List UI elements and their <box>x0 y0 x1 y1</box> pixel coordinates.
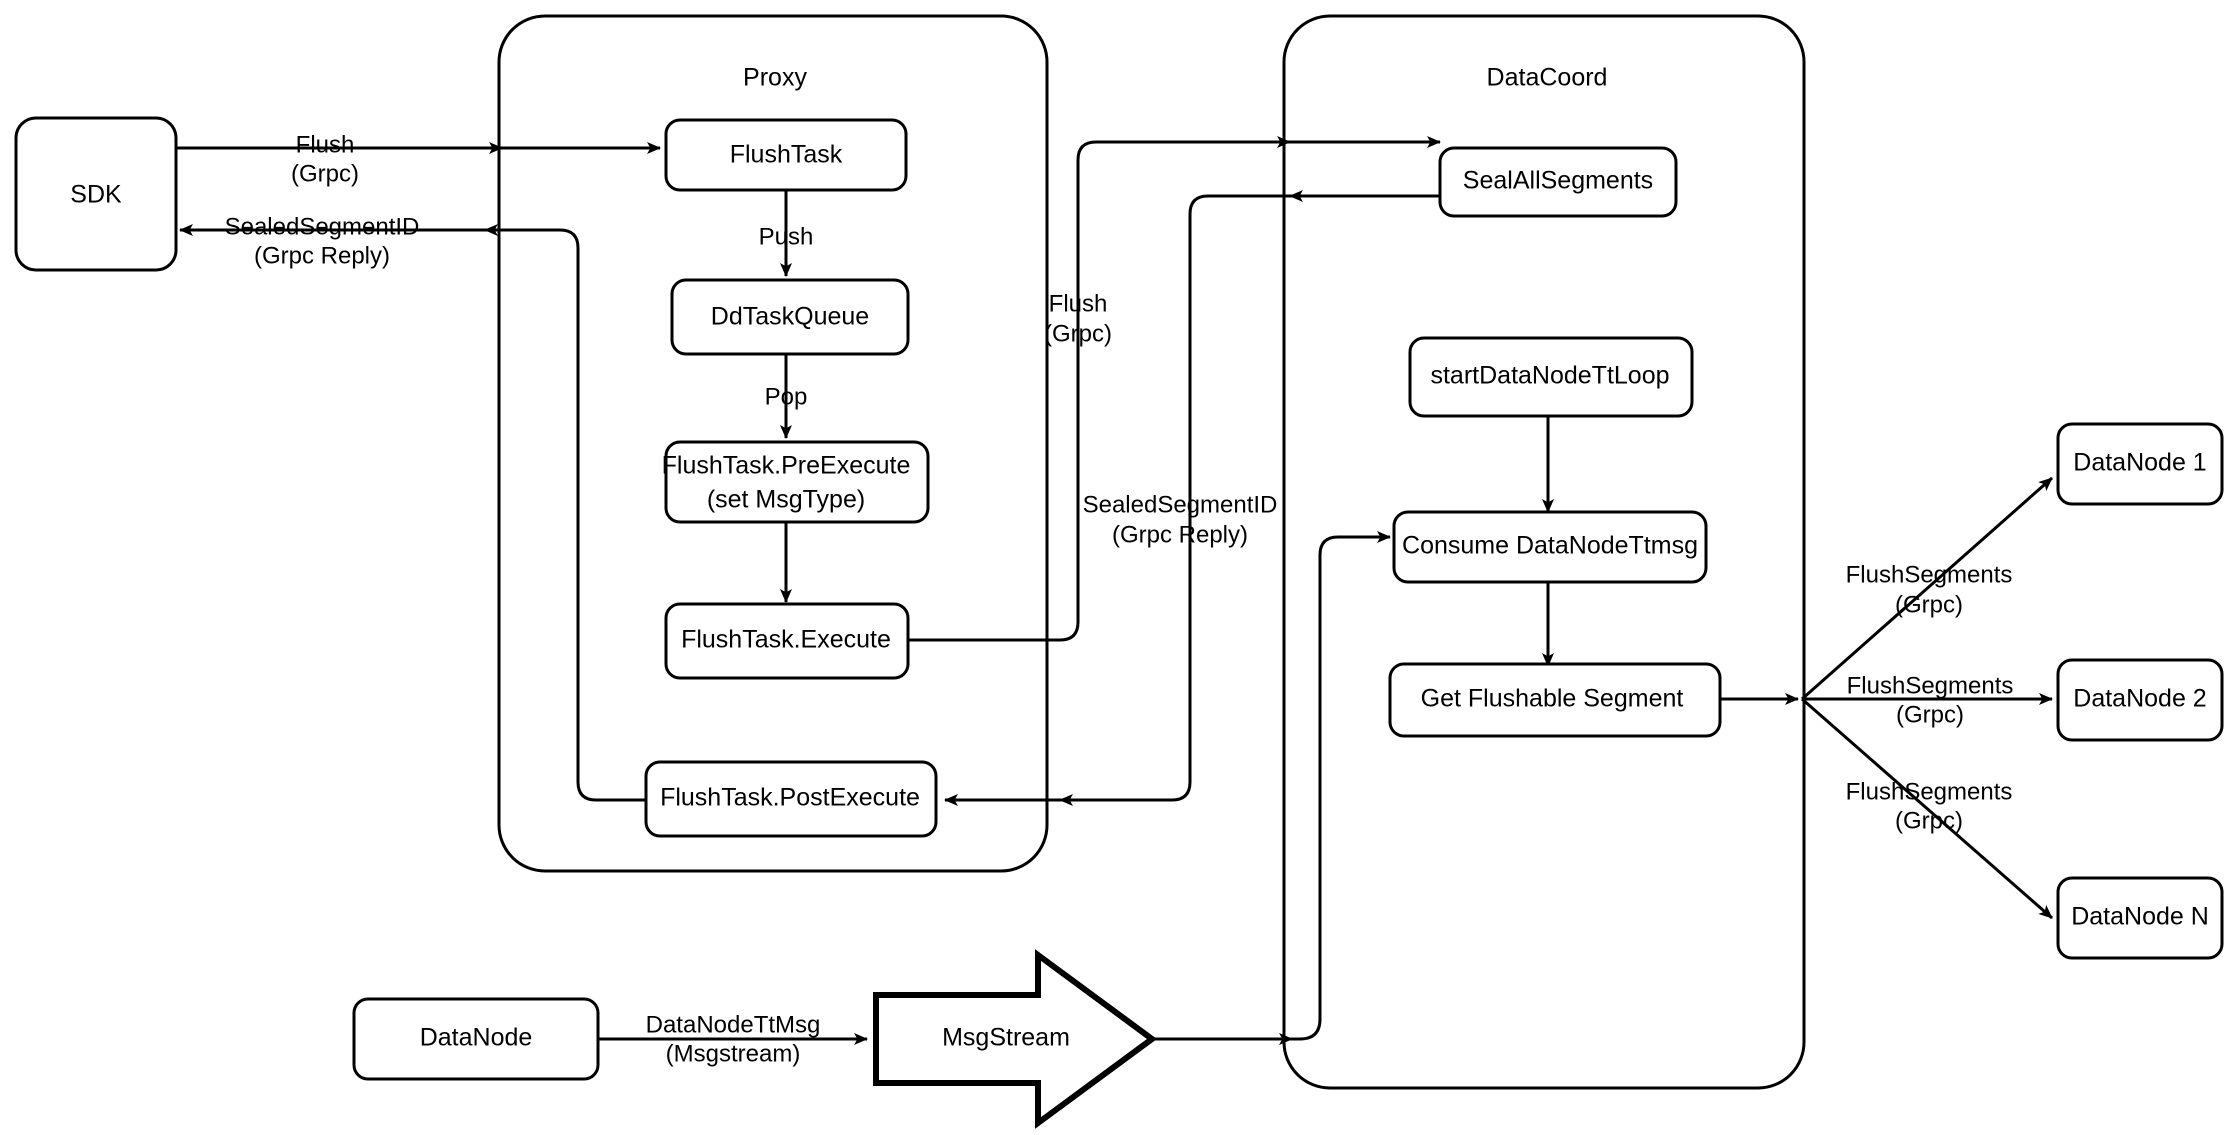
edge-label-flush-sdk-line1: Flush <box>296 131 355 158</box>
node-datanode-bottom[interactable] <box>352 997 600 1081</box>
edge-label-flushsegments2-line1: FlushSegments <box>1847 672 2014 699</box>
node-label-execute: FlushTask.Execute <box>681 626 891 654</box>
edge-label-sealed-sdk-line1: SealedSegmentID <box>225 213 420 240</box>
node-datanode-1[interactable] <box>2056 422 2224 506</box>
node-label-datanode-1: DataNode 1 <box>2073 449 2206 477</box>
group-label-proxy: Proxy <box>743 64 807 92</box>
node-label-sealallsegments: SealAllSegments <box>1463 167 1653 195</box>
edge-label-flush-mid-line1: Flush <box>1049 290 1108 317</box>
group-datacoord <box>1282 14 1806 1090</box>
node-label-consume-datanodettmsg: Consume DataNodeTtmsg <box>1402 532 1698 560</box>
node-label-ddtaskqueue: DdTaskQueue <box>711 303 869 331</box>
edge-label-flushsegmentsN-line1: FlushSegments <box>1846 778 2013 805</box>
edge-label-flushsegments1-line2: (Grpc) <box>1895 591 1963 618</box>
group-proxy <box>497 14 1049 873</box>
edge-label-datanodettmsg-line1: DataNodeTtMsg <box>646 1011 821 1038</box>
node-label-preexecute-line1: FlushTask.PreExecute <box>662 452 911 480</box>
edge-label-flushsegments2-line2: (Grpc) <box>1896 701 1964 728</box>
node-sealallsegments[interactable] <box>1438 146 1678 218</box>
node-label-startdatanodettloop: startDataNodeTtLoop <box>1430 362 1669 390</box>
node-flushtask-execute[interactable] <box>664 602 910 680</box>
group-label-datacoord: DataCoord <box>1487 64 1608 92</box>
node-label-flushtask: FlushTask <box>730 141 843 169</box>
edge-label-flush-mid-line2: (Grpc) <box>1044 320 1112 347</box>
edge-sealedsegmentid-datacoord-to-proxy <box>944 194 1440 806</box>
edge-label-flushsegments1-line1: FlushSegments <box>1846 561 2013 588</box>
node-datanode-2[interactable] <box>2056 658 2224 742</box>
edge-label-flushsegmentsN-line2: (Grpc) <box>1895 807 1963 834</box>
node-label-preexecute-line2: (set MsgType) <box>707 486 865 514</box>
edge-label-datanodettmsg-line2: (Msgstream) <box>666 1040 801 1067</box>
node-get-flushable-segment[interactable] <box>1388 662 1722 738</box>
node-ddtaskqueue[interactable] <box>670 278 910 356</box>
node-sdk[interactable] <box>14 116 178 272</box>
node-datanode-n[interactable] <box>2056 876 2224 960</box>
edge-label-sealed-mid-line1: SealedSegmentID <box>1083 491 1278 518</box>
node-consume-datanodettmsg[interactable] <box>1392 510 1708 584</box>
node-label-sdk: SDK <box>70 181 122 209</box>
node-label-datanode-n: DataNode N <box>2071 903 2209 931</box>
edge-flush-proxy-to-datacoord <box>907 136 1441 642</box>
edge-label-flush-sdk-line2: (Grpc) <box>291 160 359 187</box>
node-label-msgstream: MsgStream <box>942 1024 1070 1052</box>
edge-label-sealed-sdk-line2: (Grpc Reply) <box>254 242 390 269</box>
edge-flushsegments-datanode1 <box>1801 476 2053 701</box>
msgstream-arrow-shape <box>873 949 1158 1129</box>
node-label-datanode-2: DataNode 2 <box>2073 685 2206 713</box>
node-label-get-flushable-segment: Get Flushable Segment <box>1421 685 1684 713</box>
edge-msgstream-to-consume <box>1150 531 1391 1041</box>
node-flushtask-postexecute[interactable] <box>644 760 938 838</box>
node-label-postexecute: FlushTask.PostExecute <box>660 784 920 812</box>
node-label-datanode-bottom: DataNode <box>420 1024 533 1052</box>
edge-label-push: Push <box>759 223 814 250</box>
node-flushtask[interactable] <box>664 118 908 192</box>
edge-label-sealed-mid-line2: (Grpc Reply) <box>1112 521 1248 548</box>
edge-flushsegments-datanoden <box>1801 697 2053 920</box>
node-startdatanodettloop[interactable] <box>1408 336 1694 418</box>
edge-sealedsegmentid-to-sdk <box>179 224 646 802</box>
edge-label-pop: Pop <box>765 383 808 410</box>
node-flushtask-preexecute[interactable] <box>664 440 930 524</box>
